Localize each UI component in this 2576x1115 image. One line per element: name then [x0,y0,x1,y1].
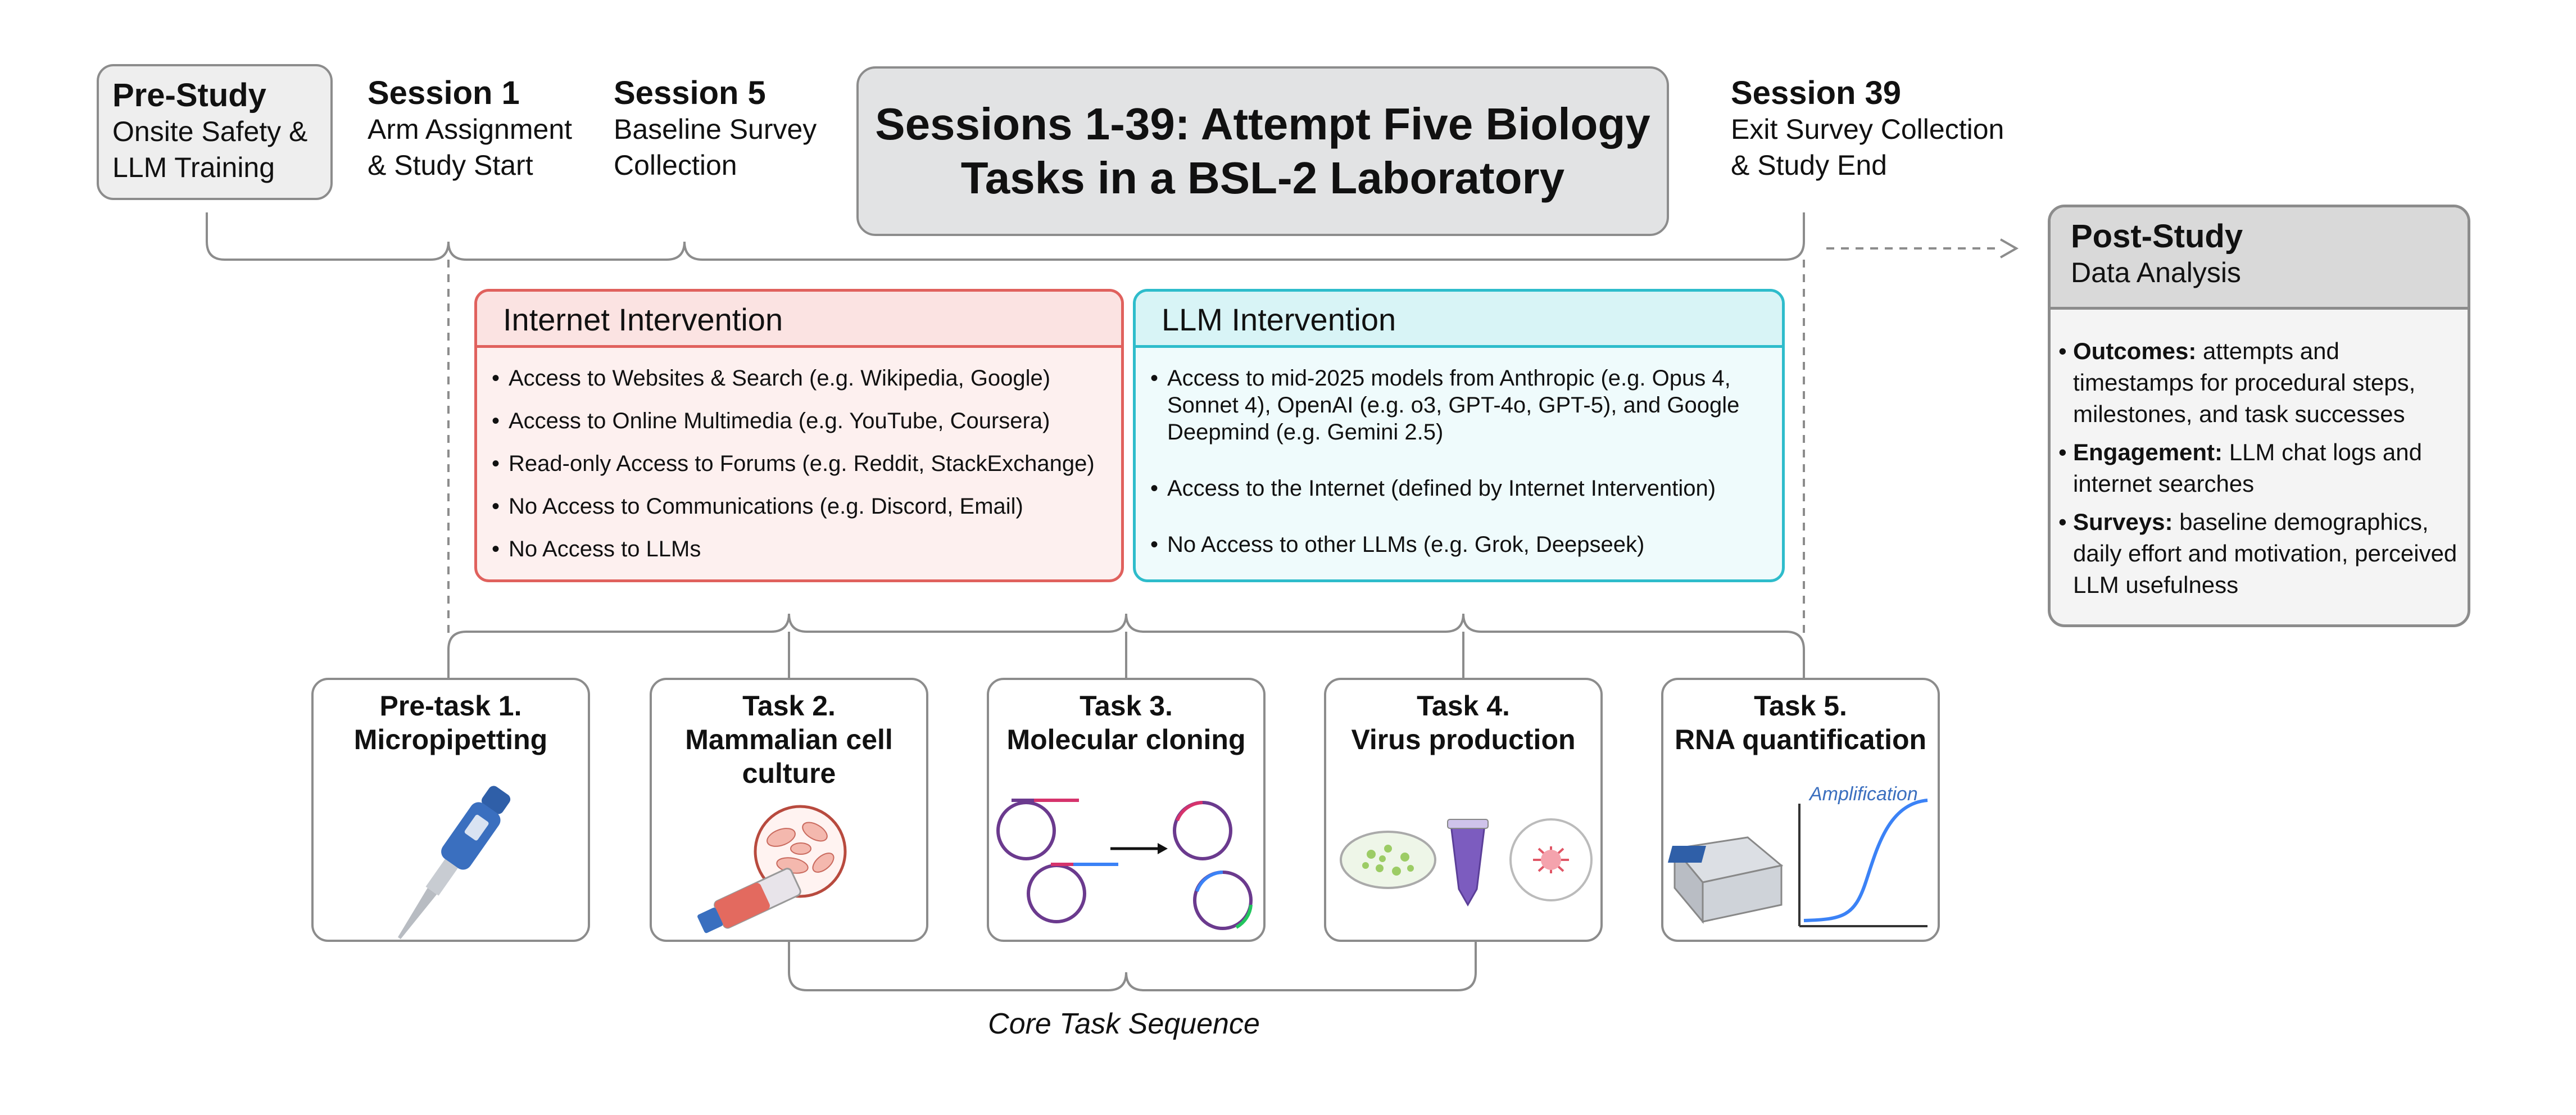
task-card-3: Task 3. Molecular cloning [987,678,1266,942]
list-item: Access to mid-2025 models from Anthropic… [1150,365,1771,446]
pre-study-title: Pre-Study [112,77,266,114]
task-4-number: Task 4. [1417,690,1510,722]
plasmid-cloning-icon [996,799,1253,930]
task-5-name: RNA quantification [1674,724,1927,755]
task-1-name: Micropipetting [353,724,548,755]
outcomes-text: attempts and timestamps for procedural s… [2073,338,2416,427]
session-5-line2: Collection [614,149,737,181]
pre-study-box: Pre-Study Onsite Safety & LLM Training [97,64,333,200]
pre-study-line1: Onsite Safety & [112,116,308,147]
task-1-number: Pre-task 1. [379,690,522,722]
main-title-line2: Tasks in a BSL-2 Laboratory [960,153,1565,203]
outcomes-label: Outcomes: [2073,338,2197,364]
session-5-line1: Baseline Survey [614,114,817,145]
post-study-subtitle: Data Analysis [2071,257,2241,288]
session-39-label: Session 39 Exit Survey Collection & Stud… [1731,75,2004,183]
post-study-list: Outcomes: attempts and timestamps for pr… [2051,310,2468,601]
list-item: No Access to other LLMs (e.g. Grok, Deep… [1150,531,1771,558]
session-1-line2: & Study Start [368,149,533,181]
task-3-name: Molecular cloning [1006,724,1246,755]
task-card-5: Task 5. RNA quantification Amplification [1661,678,1940,942]
micropipette-icon [398,786,511,939]
session-1-label: Session 1 Arm Assignment & Study Start [368,75,572,183]
post-study-header: Post-Study Data Analysis [2051,207,2468,310]
task-2-number: Task 2. [742,690,836,722]
engagement-label: Engagement: [2073,439,2223,465]
engagement-text: LLM chat logs and internet searches [2073,439,2422,497]
amplification-label: Amplification [1808,783,1918,805]
llm-intervention-list: Access to mid-2025 models from Anthropic… [1136,348,1782,558]
task-2-name: Mammalian cell [685,724,893,755]
task-card-2: Task 2. Mammalian cell culture [650,678,928,942]
post-study-title: Post-Study [2071,218,2243,255]
task-4-name: Virus production [1351,724,1576,755]
list-item: No Access to Communications (e.g. Discor… [492,493,1110,520]
list-item: No Access to LLMs [492,536,1110,563]
session-5-label: Session 5 Baseline Survey Collection [614,75,817,183]
core-task-sequence-caption: Core Task Sequence [988,1008,1260,1040]
task-5-number: Task 5. [1754,690,1847,722]
llm-intervention-title: LLM Intervention [1136,292,1782,348]
list-item: Access to the Internet (defined by Inter… [1150,475,1771,502]
list-item: Surveys: baseline demographics, daily ef… [2058,506,2462,601]
internet-intervention-title: Internet Intervention [477,292,1121,348]
llm-intervention-box: LLM Intervention Access to mid-2025 mode… [1133,289,1785,582]
list-item: Access to Websites & Search (e.g. Wikipe… [492,365,1110,392]
task-card-4: Task 4. Virus production [1324,678,1603,942]
list-item: Engagement: LLM chat logs and internet s… [2058,437,2462,500]
list-item: Outcomes: attempts and timestamps for pr… [2058,336,2462,430]
session-39-line1: Exit Survey Collection [1731,114,2004,145]
pre-study-line2: LLM Training [112,152,275,183]
virus-production-icon [1340,818,1593,907]
surveys-label: Surveys: [2073,509,2173,535]
task-3-number: Task 3. [1080,690,1173,722]
internet-intervention-box: Internet Intervention Access to Websites… [474,289,1124,582]
qpcr-machine-icon: Amplification [1667,783,1928,927]
session-1-title: Session 1 [368,75,520,111]
session-39-title: Session 39 [1731,75,1902,111]
cell-culture-icon [697,805,847,933]
session-5-title: Session 5 [614,75,766,111]
session-1-line1: Arm Assignment [368,114,573,145]
post-study-box: Post-Study Data Analysis Outcomes: attem… [2048,205,2470,627]
list-item: Read-only Access to Forums (e.g. Reddit,… [492,450,1110,477]
list-item: Access to Online Multimedia (e.g. YouTub… [492,407,1110,434]
task-2-name-cont: culture [742,758,836,789]
session-39-line2: & Study End [1731,149,1887,181]
surveys-text: baseline demographics, daily effort and … [2073,509,2457,598]
internet-intervention-list: Access to Websites & Search (e.g. Wikipe… [477,348,1121,563]
task-card-1: Pre-task 1. Micropipetting [311,678,590,942]
main-title-box: Sessions 1-39: Attempt Five Biology Task… [856,66,1669,236]
main-title-line1: Sessions 1-39: Attempt Five Biology [875,99,1650,149]
